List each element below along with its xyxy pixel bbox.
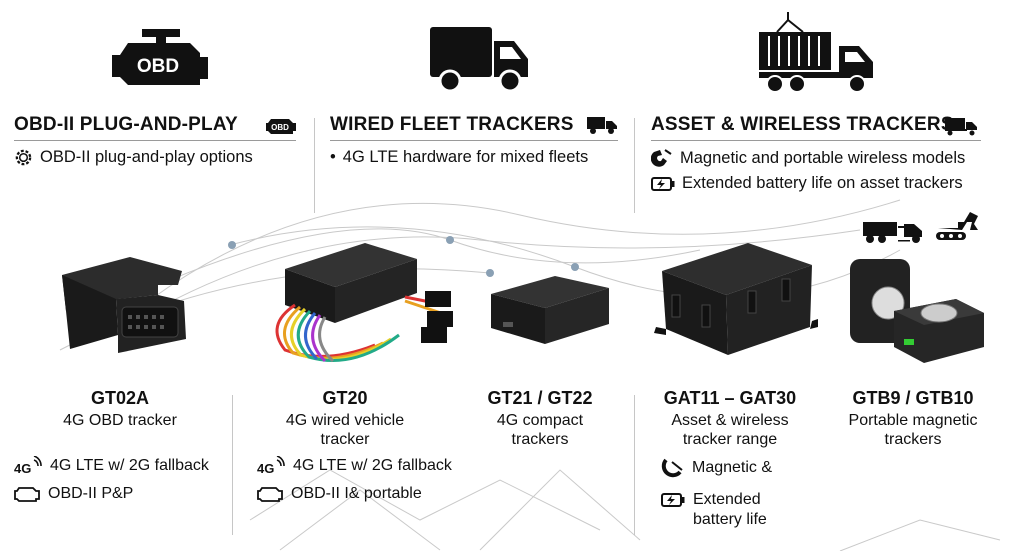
feature-gt20-obd: OBD-II I& portable [257, 485, 422, 503]
product-desc-gtb: Portable magnetic trackers [848, 412, 978, 448]
gtb-device-image [846, 255, 988, 367]
4g-signal-icon: 4G [257, 456, 285, 476]
bullet-text: OBD-II plug-and-play options [40, 148, 253, 166]
svg-text:4G: 4G [257, 461, 274, 476]
section-rule-wired [330, 140, 618, 141]
gt21-gt22-device-image [485, 272, 613, 348]
network-node [571, 263, 579, 271]
section-rule-asset [651, 140, 981, 141]
divider-3 [232, 395, 233, 535]
gat-device-image [652, 235, 820, 365]
trailer-truck-icon [862, 220, 924, 244]
product-name-gt20: GT20 [322, 388, 368, 408]
gear-icon [14, 148, 33, 167]
gt02a-device-image [48, 255, 193, 355]
feature-text: OBD-II I& portable [291, 485, 422, 502]
engine-icon: OBD [108, 27, 214, 93]
4g-signal-icon: 4G [14, 456, 42, 476]
svg-text:OBD: OBD [271, 123, 289, 132]
bullet-dot: • [330, 148, 336, 166]
container-truck-mini-icon [944, 114, 978, 136]
bullet-text: Magnetic and portable wireless models [680, 148, 966, 167]
svg-text:OBD: OBD [137, 56, 179, 77]
feature-gt20-lte: 4G 4G LTE w/ 2G fallback [257, 456, 452, 476]
obd-mini-icon: OBD [265, 115, 297, 135]
gt20-device-image [255, 235, 465, 370]
bullet-obd-options: OBD-II plug-and-play options [14, 148, 253, 167]
feature-gt02a-lte: 4G 4G LTE w/ 2G fallback [14, 456, 209, 476]
magnet-icon [660, 456, 684, 480]
container-truck-icon [757, 10, 875, 96]
network-node [486, 269, 494, 277]
feature-text: 4G LTE w/ 2G fallback [50, 457, 209, 474]
magnet-icon [651, 148, 673, 168]
excavator-icon [934, 210, 980, 244]
engine-mini-icon [257, 485, 283, 503]
section-rule-obd [14, 140, 296, 141]
feature-text: 4G LTE w/ 2G fallback [293, 457, 452, 474]
bullet-4g-lte: • 4G LTE hardware for mixed fleets [330, 148, 588, 167]
product-name-gt02a: GT02A [90, 388, 150, 408]
feature-gat-magnetic: Magnetic & [660, 456, 772, 480]
section-title-obd: OBD-II PLUG-AND-PLAY [14, 114, 238, 135]
bullet-text: Extended battery life on asset trackers [682, 174, 963, 192]
product-name-gat: GAT11 – GAT30 [663, 388, 797, 408]
product-desc-gt20: 4G wired vehicle tracker [285, 412, 405, 448]
network-node [228, 241, 236, 249]
bullet-battery: Extended battery life on asset trackers [651, 174, 963, 193]
product-name-gtb: GTB9 / GTB10 [852, 388, 974, 408]
engine-mini-icon [14, 485, 40, 503]
divider-2 [634, 118, 635, 213]
product-name-gt21-gt22: GT21 / GT22 [487, 388, 593, 408]
truck-mini-icon [586, 115, 618, 135]
product-desc-gat: Asset & wireless tracker range [671, 412, 789, 448]
svg-text:4G: 4G [14, 461, 31, 476]
section-title-asset: ASSET & WIRELESS TRACKERS [651, 114, 954, 135]
product-desc-gt02a: 4G OBD tracker [63, 412, 177, 429]
bullet-magnetic: Magnetic and portable wireless models [651, 148, 965, 168]
battery-icon [660, 492, 686, 508]
section-title-wired: WIRED FLEET TRACKERS [330, 114, 574, 135]
feature-text: Magnetic & [692, 459, 773, 476]
divider-1 [314, 118, 315, 213]
network-node [446, 236, 454, 244]
bullet-text: 4G LTE hardware for mixed fleets [342, 148, 589, 166]
product-desc-gt21-gt22: 4G compact trackers [496, 412, 584, 448]
divider-4 [634, 395, 635, 535]
battery-icon [651, 176, 675, 192]
truck-icon [428, 25, 530, 95]
feature-gt02a-obd: OBD-II P&P [14, 485, 133, 503]
feature-gat-battery: Extended battery life [693, 491, 767, 528]
feature-text: OBD-II P&P [48, 485, 134, 502]
